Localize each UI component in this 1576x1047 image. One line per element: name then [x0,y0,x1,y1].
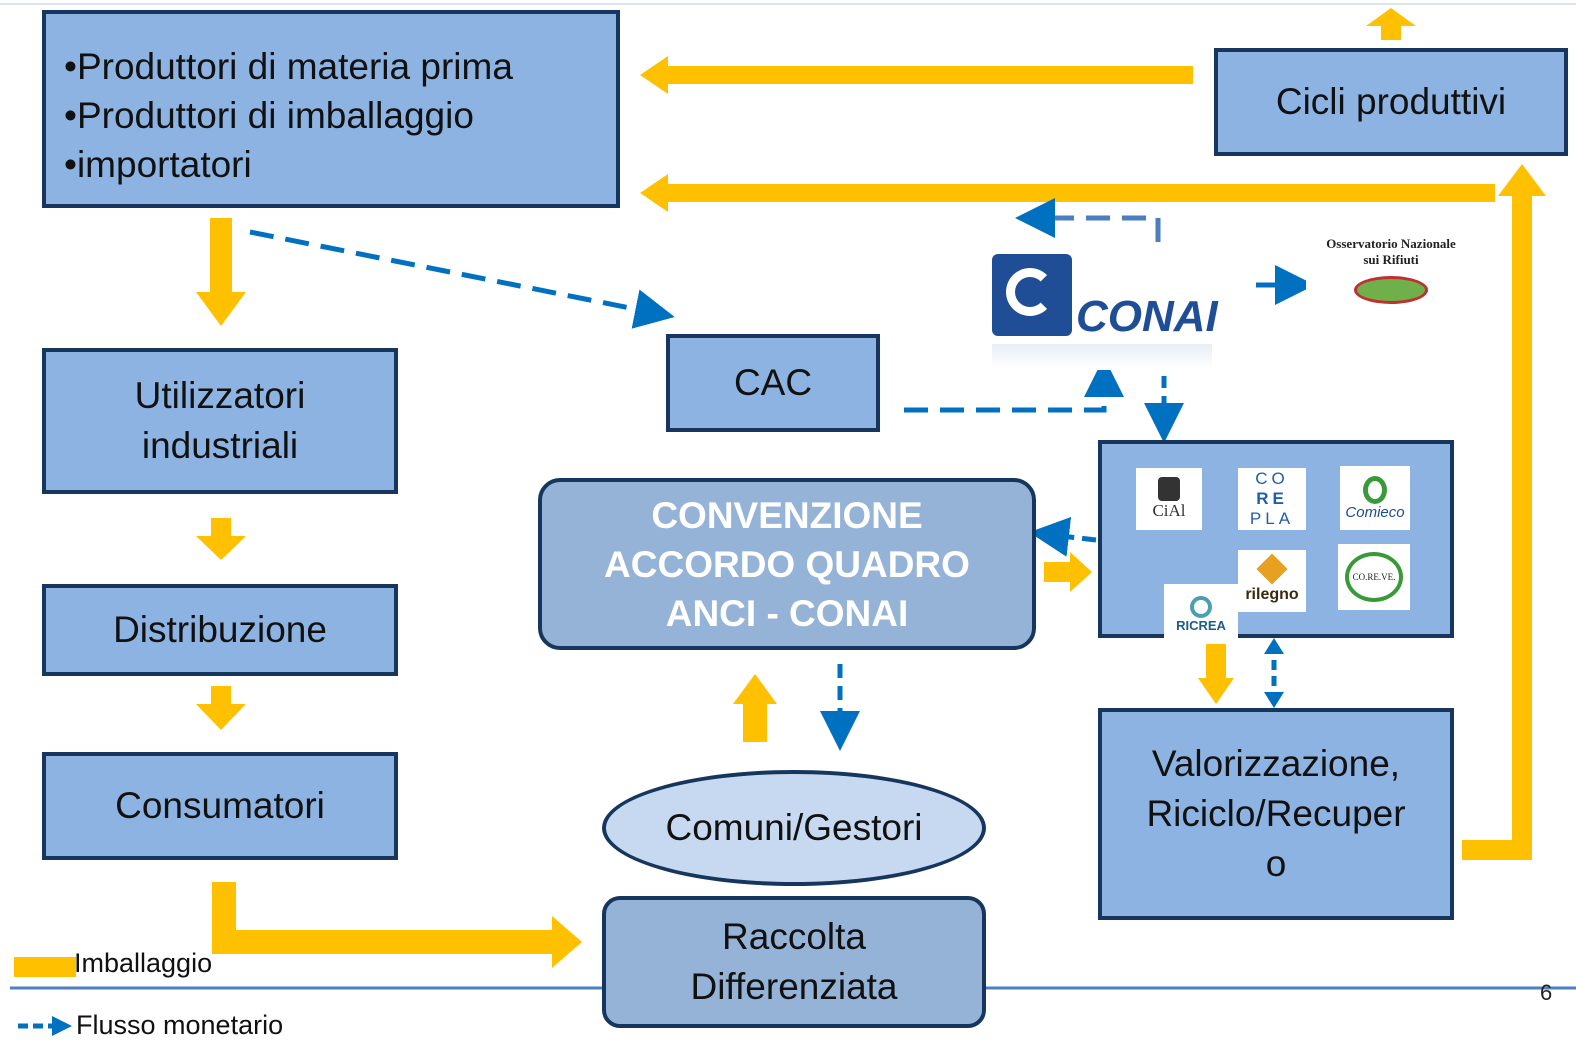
packaging-arrow-to-consortia [1044,552,1092,592]
cial-logo: CiAl [1136,468,1202,530]
packaging-arrow-to-valorizzazione [1198,640,1234,704]
convenzione-box: CONVENZIONE ACCORDO QUADRO ANCI - CONAI [538,478,1036,650]
convenzione-line-1: CONVENZIONE [651,494,923,536]
packaging-arrow-comuni-up [733,674,777,742]
producers-box: •Produttori di materia prima •Produttori… [42,10,620,208]
valorizzazione-line-3: o [1265,843,1287,884]
corepla-line-2: RE [1256,489,1288,508]
observatory-globe-icon [1354,276,1428,304]
utilizzatori-line-2: industriali [141,425,299,466]
money-arrow-consortia-to-convenzione [1029,516,1097,557]
utilizzatori-line-1: Utilizzatori [134,375,306,416]
comieco-logo: Comieco [1340,466,1410,530]
money-arrow-cac-to-conai [904,357,1124,413]
conai-logo: CONAI [984,246,1224,376]
observatory-line-1: Osservatorio Nazionale [1326,236,1456,251]
packaging-arrow-to-distribuzione [196,518,246,560]
comieco-recycle-icon [1363,475,1387,504]
valorizzazione-box: Valorizzazione, Riciclo/Recuper o [1098,708,1454,920]
coreve-recycle-icon: CO.RE.VE. [1345,552,1403,602]
packaging-arrow-to-consumatori [196,686,246,730]
packaging-arrow-recycling-loop [640,164,1546,860]
rilegno-cube-icon [1256,553,1288,585]
rilegno-label: rilegno [1245,586,1299,603]
cac-label: CAC [733,362,813,403]
valorizzazione-line-1: Valorizzazione, [1151,743,1401,784]
producers-line-2: •Produttori di imballaggio [64,95,474,136]
consumatori-box: Consumatori [42,752,398,860]
valorizzazione-line-2: Riciclo/Recuper [1146,793,1406,834]
comuni-gestori-label: Comuni/Gestori [665,807,923,848]
packaging-arrow-cicli-up [1366,8,1416,40]
legend-money-label: Flusso monetario [76,1010,284,1040]
page-number: 6 [1540,980,1553,1005]
distribuzione-box: Distribuzione [42,584,398,676]
comieco-label: Comieco [1345,503,1405,521]
corepla-line-1: CO [1255,469,1289,488]
comuni-gestori-ellipse: Comuni/Gestori [602,770,986,886]
utilizzatori-box: Utilizzatori industriali [42,348,398,494]
money-arrow-producers-to-cac [249,229,675,329]
money-arrow-consortia-valorizzazione-bidirectional [1264,638,1284,708]
ricrea-logo: RICREA [1164,584,1238,644]
observatory-logo: Osservatorio Nazionale sui Rifiuti [1306,236,1476,328]
coreve-logo: CO.RE.VE. [1338,544,1410,610]
distribuzione-label: Distribuzione [113,609,327,650]
consumatori-label: Consumatori [115,785,325,826]
cac-box: CAC [666,334,880,432]
packaging-arrow-to-raccolta [212,882,582,968]
raccolta-box: Raccolta Differenziata [602,896,986,1028]
observatory-line-2: sui Rifiuti [1363,252,1419,267]
cicli-produttivi-label: Cicli produttivi [1275,81,1507,122]
money-arrow-conai-back [1015,198,1161,242]
rilegno-logo: rilegno [1238,550,1306,612]
convenzione-line-2: ACCORDO QUADRO [604,543,970,585]
packaging-arrow-producers-down [196,218,246,326]
ricrea-label: RICREA [1176,617,1226,633]
corepla-logo: CO RE PLA [1238,468,1306,530]
cicli-produttivi-box: Cicli produttivi [1214,48,1568,156]
legend-packaging-swatch [14,957,76,977]
legend-packaging-label: Imballaggio [74,948,213,978]
conai-emblem-icon [992,254,1072,336]
raccolta-line-2: Differenziata [690,966,898,1007]
cial-emblem-icon [1158,477,1180,501]
corepla-line-3: PLA [1249,509,1295,528]
conai-wordmark: CONAI [1076,292,1218,341]
coreve-label: CO.RE.VE. [1352,572,1396,582]
convenzione-line-3: ANCI - CONAI [665,592,909,634]
producers-line-3: •importatori [64,144,252,185]
ricrea-emblem-icon [1190,595,1212,618]
raccolta-line-1: Raccolta [722,916,866,957]
cial-label: CiAl [1152,501,1186,520]
producers-line-1: •Produttori di materia prima [64,46,513,87]
packaging-arrow-cicli-to-producers [640,56,1193,94]
